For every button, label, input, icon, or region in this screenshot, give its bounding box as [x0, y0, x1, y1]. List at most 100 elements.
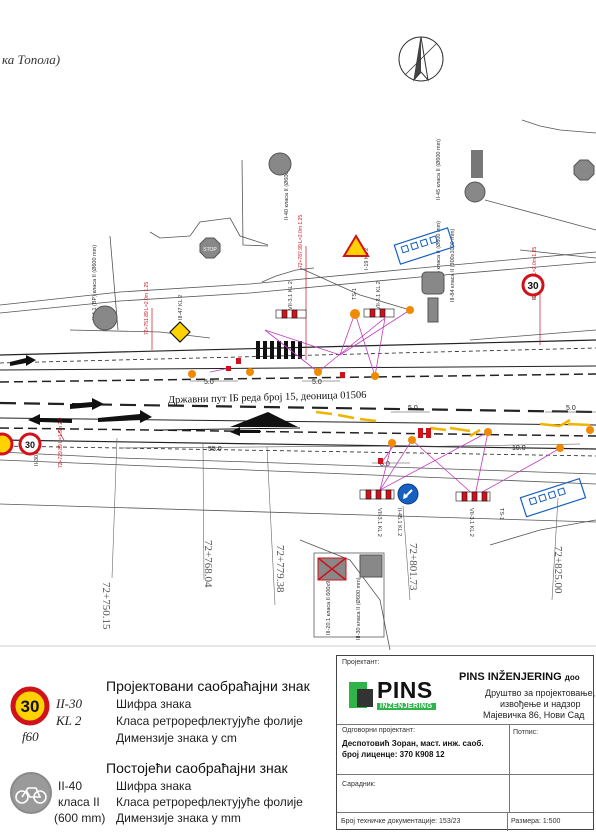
dim-5-0-c: 5.0 — [408, 405, 418, 412]
dim-55-0: 55.0 — [208, 446, 222, 453]
red-note-3: 72+827.30 L=2.0m 1.25 — [532, 247, 538, 300]
bus-stop-sign-existing-icon — [359, 554, 383, 578]
note-ii-30-b: II-30 KL 2 — [34, 442, 40, 466]
red-note-1: 72+751.89 L=2.0m 1.25 — [144, 282, 150, 335]
note-iii-30: III-30 класа II (Ø600 mm) — [356, 577, 362, 640]
tb-divider-v2 — [507, 812, 508, 831]
legend-existing-line1: Шифра знака — [116, 779, 192, 793]
direction-sign-existing-icon — [421, 271, 445, 323]
tb-license: број лиценце: 370 К908 12 — [342, 750, 445, 759]
tb-divider-v1 — [509, 724, 510, 812]
company-logo: PINS INŽENJERING — [349, 677, 443, 713]
no-entry-sign-existing-icon — [92, 305, 118, 331]
legend-existing-size: (600 mm) — [54, 811, 106, 825]
stop-sign-existing-right-icon — [573, 159, 595, 181]
note-i-19: I-19 KL 2 — [364, 248, 370, 270]
legend-projected-line2: Класа ретрорефлектујуће фолије — [116, 714, 303, 728]
legend-projected-line1: Шифра знака — [116, 697, 192, 711]
legend: 30 II-30 KL 2 f60 Пројектовани саобраћај… — [0, 652, 330, 832]
svg-text:30: 30 — [527, 281, 539, 292]
tb-divider-1 — [337, 724, 593, 725]
legend-existing-title: Постојећи саобраћајни знак — [106, 760, 288, 776]
dim-10-0: 10.0 — [512, 445, 526, 452]
note-vii-3-1-a: VII-3.1 KL 2 — [288, 281, 294, 310]
note-vii-3-1-b: VII-3.1 KL 2 — [376, 281, 382, 310]
warning-light-icons — [188, 306, 594, 452]
north-arrow-icon — [398, 36, 444, 82]
logo-subtext: INŽENJERING — [377, 703, 436, 710]
note-vii-3-1-d: VII-3.1 KL 2 — [468, 508, 474, 537]
speed-limit-sign-icon: 30 — [521, 273, 545, 297]
legend-projected-title: Пројектовани саобраћајни знак — [106, 678, 310, 694]
chainage-72-768: 72+768.04 — [202, 540, 214, 588]
tb-docnum-label: Број техничке документације: 153/23 — [341, 818, 461, 825]
company-line2: извођење и надзор — [500, 699, 581, 709]
note-ii-45-a: II-45 класа II (Ø600 mm) — [436, 139, 442, 200]
title-block: Пројектант: PINS INŽENJERING PINS INŽENJ… — [336, 655, 595, 831]
note-ts-1-b: TS-1 — [498, 508, 504, 520]
svg-text:STOP: STOP — [203, 247, 217, 253]
speed-limit-sign-left-icon: 30 — [18, 432, 42, 456]
yellow-marking-dashes — [315, 410, 591, 438]
tb-projektant-label: Пројектант: — [342, 659, 380, 666]
warning-sign-icon — [342, 234, 370, 257]
legend-projected-sign-icon: 30 — [10, 686, 50, 726]
mandatory-direction-sign-icon — [397, 483, 419, 505]
company-address: Мајевичка 86, Нови Сад — [483, 710, 585, 720]
note-iii-84: III-84 класа II (300x1000 mm) — [450, 229, 456, 302]
bus-outline-top — [393, 227, 455, 265]
tb-responsible-name: Деспотовић Зоран, маст. инж. саоб. — [342, 739, 484, 748]
chainage-72-825: 72+825.00 — [552, 546, 564, 594]
pedestrian-sign-existing-icon — [464, 150, 486, 203]
delineator-posts — [226, 358, 431, 464]
legend-existing-line2: Класа ретрорефлектујуће фолије — [116, 795, 303, 809]
pedestrian-crossing — [256, 341, 302, 359]
bus-outline-bottom — [519, 477, 587, 518]
note-ii-40: II-40 класа II (Ø600 mm) — [284, 159, 290, 220]
bike-sign-existing-icon — [268, 152, 292, 176]
svg-text:30: 30 — [25, 440, 35, 450]
dim-5-0-d: 5.0 — [566, 405, 576, 412]
note-ts-1-a: TS-1 — [352, 288, 358, 300]
note-iii-47: III-47 KL 2 — [178, 295, 184, 320]
legend-existing-class: класа II — [58, 795, 100, 809]
note-ii-45-1: II-45.1 KL 2 — [396, 508, 402, 536]
traffic-plan-drawing: ка Топола) — [0, 36, 596, 650]
tb-scale-label: Размера: 1:500 — [511, 818, 561, 825]
drawing-title-fragment: ка Топола) — [2, 52, 60, 67]
traffic-island — [230, 412, 298, 427]
logo-text: PINS — [377, 677, 433, 703]
barrier-boards — [275, 308, 491, 502]
boundary-lines — [0, 119, 596, 650]
company-name-suffix: доо — [564, 673, 580, 682]
dim-5-0-b: 5.0 — [312, 379, 322, 386]
legend-projected-size: f60 — [22, 729, 39, 744]
dim-5-0-a: 5.0 — [204, 379, 214, 386]
stop-sign-existing-icon: STOP — [199, 237, 221, 259]
legend-existing-line3: Димензије знака у mm — [116, 811, 241, 825]
tb-divider-3 — [337, 812, 593, 813]
legend-existing-code: II-40 — [58, 779, 83, 793]
chainage-lines — [111, 437, 559, 606]
red-note-4: 72+729.89 L=1.5m 2.0 — [58, 417, 64, 468]
tb-divider-2 — [337, 774, 593, 775]
sign-connection-lines — [209, 309, 561, 497]
tb-associate-label: Сарадник: — [342, 781, 376, 788]
dim-5-0-e: 5.0 — [380, 461, 390, 468]
note-ii-4-1: II-4.1 (BP) класа II (Ø600 mm) — [92, 245, 98, 320]
sign-notes-frame — [313, 552, 385, 638]
yield-diamond-sign-icon — [169, 321, 191, 343]
chainage-72-779: 72+779.38 — [274, 545, 286, 593]
red-note-2: 72+787.99 L=2.0m 1.25 — [298, 215, 304, 268]
note-iii-20-1: III-20.1 класа II 600x900 — [326, 575, 332, 635]
tb-signature-label: Потпис: — [513, 729, 539, 736]
speed-limit-sign-edge-icon — [0, 432, 14, 456]
removed-sign-icon — [317, 557, 347, 581]
company-name: PINS INŽENJERING доо — [459, 671, 580, 683]
legend-projected-class: KL 2 — [56, 713, 82, 728]
note-vii-3-1-c: VII-3.1 KL 2 — [376, 508, 382, 537]
legend-existing-sign-icon — [10, 772, 52, 814]
legend-projected-line3: Димензије знака у cm — [116, 731, 237, 745]
road-name-label: Државни пут IБ реда број 15, деоница 015… — [168, 390, 367, 406]
logo-dark-block — [357, 689, 373, 707]
